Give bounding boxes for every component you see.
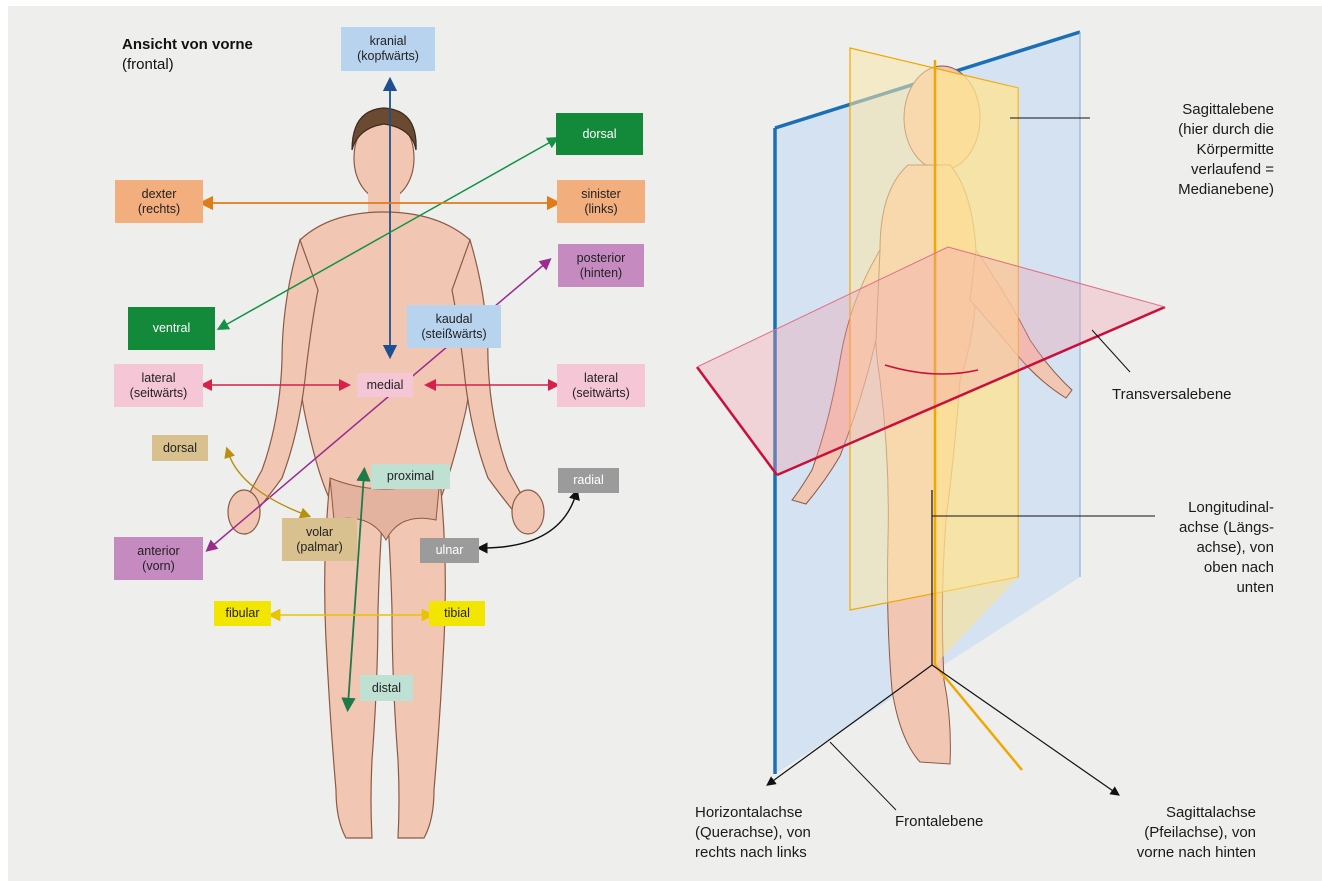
leader-frontal-plane bbox=[830, 742, 896, 810]
sagittal-axis-line bbox=[932, 665, 1116, 793]
label-fibular: fibular bbox=[214, 601, 271, 626]
label-lateral-right: lateral (seitwärts) bbox=[557, 364, 645, 407]
label-kaudal: kaudal (steißwärts) bbox=[407, 305, 501, 348]
label-ventral: ventral bbox=[128, 307, 215, 350]
label-frontal-plane: Frontalebene bbox=[895, 812, 1025, 832]
label-dexter: dexter (rechts) bbox=[115, 180, 203, 223]
label-ulnar: ulnar bbox=[420, 538, 479, 563]
label-distal: distal bbox=[360, 675, 413, 701]
leader-transversal-plane bbox=[1092, 330, 1130, 372]
label-lateral-left: lateral (seitwärts) bbox=[114, 364, 203, 407]
label-sagittal-plane: Sagittalebene (hier durch die Körpermitt… bbox=[1094, 100, 1274, 200]
label-posterior: posterior (hinten) bbox=[558, 244, 644, 287]
label-transversal-plane: Transversalebene bbox=[1112, 385, 1282, 405]
figure-subtitle: (frontal) bbox=[122, 56, 174, 73]
label-radial: radial bbox=[558, 468, 619, 493]
label-sagittal-axis: Sagittalachse (Pfeilachse), von vorne na… bbox=[1080, 803, 1256, 863]
label-tibial: tibial bbox=[429, 601, 485, 626]
label-proximal: proximal bbox=[371, 464, 450, 489]
label-kranial: kranial (kopfwärts) bbox=[341, 27, 435, 71]
figure-title: Ansicht von vorne bbox=[122, 36, 253, 53]
label-anterior: anterior (vorn) bbox=[114, 537, 203, 580]
label-longitudinal-axis: Longitudinal- achse (Längs- achse), von … bbox=[1150, 498, 1274, 598]
label-volar: volar (palmar) bbox=[282, 518, 357, 561]
label-dorsal-hand: dorsal bbox=[152, 435, 208, 461]
label-horizontal-axis: Horizontalachse (Querachse), von rechts … bbox=[695, 803, 865, 863]
label-dorsal-top: dorsal bbox=[556, 113, 643, 155]
label-sinister: sinister (links) bbox=[557, 180, 645, 223]
label-medial: medial bbox=[357, 373, 413, 397]
